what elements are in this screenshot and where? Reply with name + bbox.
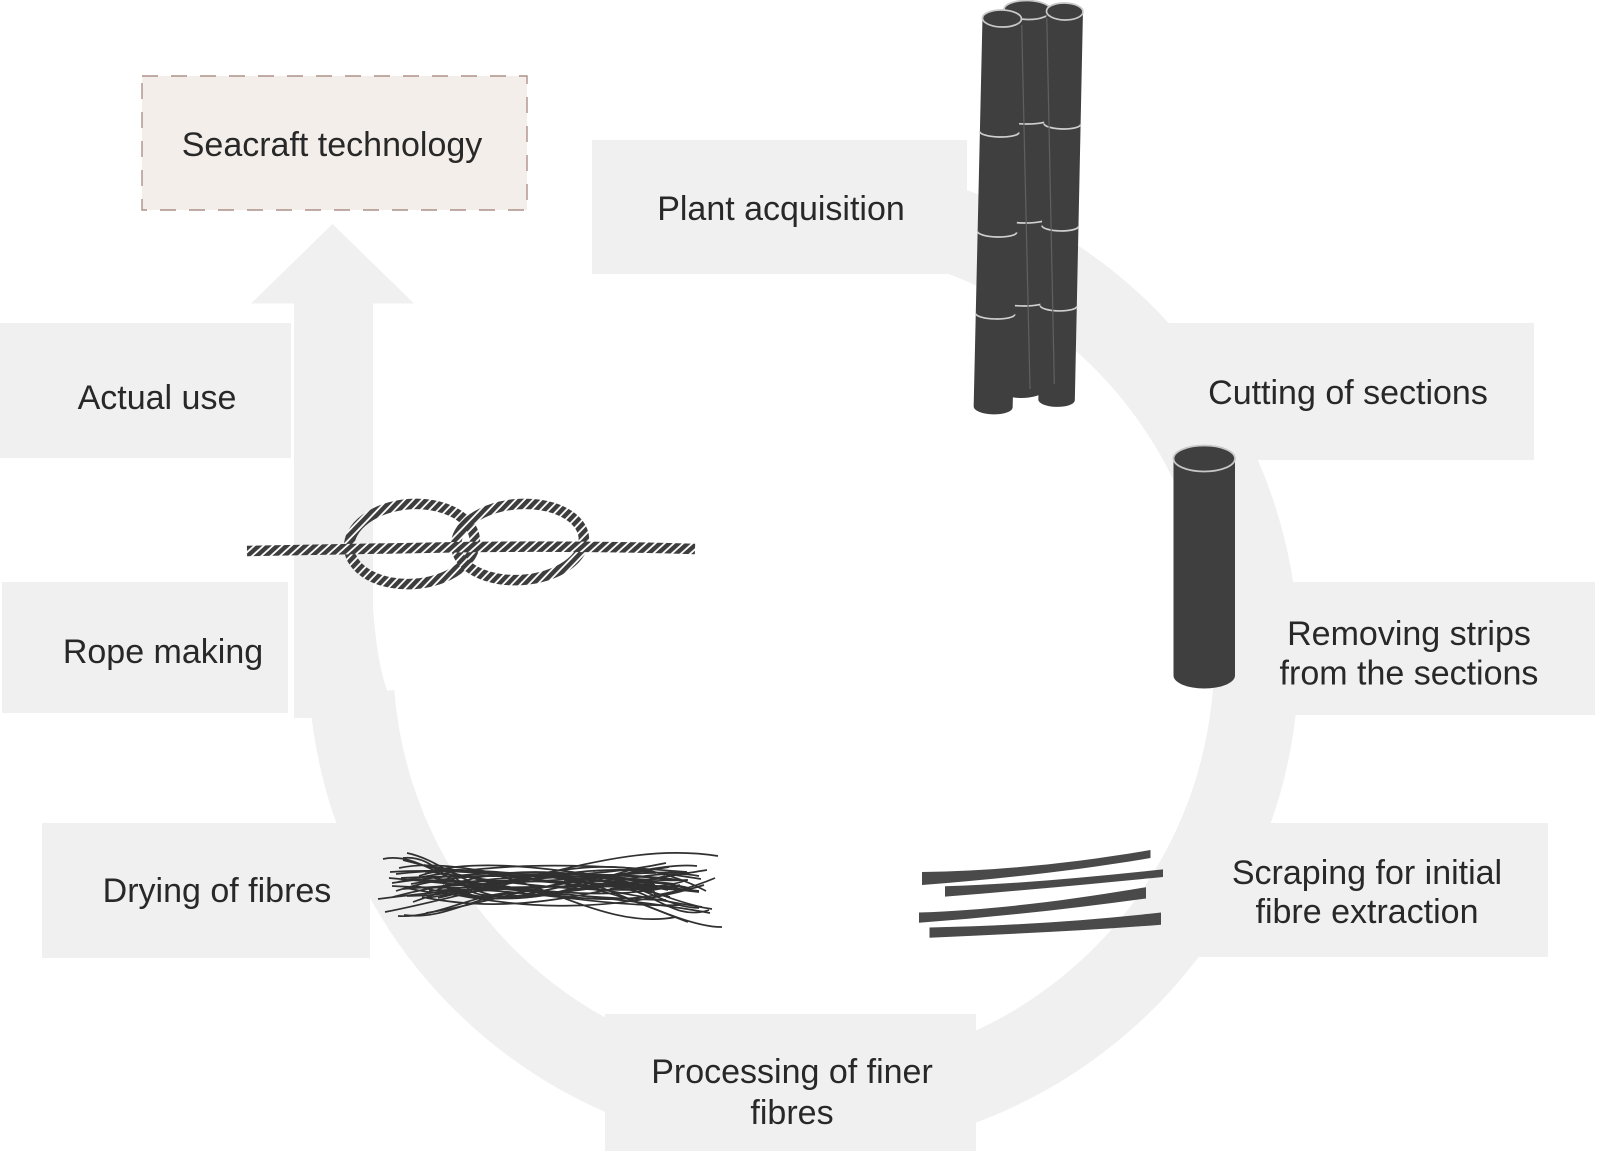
svg-text:Drying of fibres: Drying of fibres — [103, 872, 332, 910]
svg-text:fibre extraction: fibre extraction — [1256, 893, 1479, 931]
svg-text:Seacraft technology: Seacraft technology — [182, 126, 483, 164]
svg-text:Removing strips: Removing strips — [1287, 615, 1531, 653]
svg-text:Rope making: Rope making — [63, 633, 263, 671]
svg-text:Plant acquisition: Plant acquisition — [657, 190, 905, 228]
svg-text:Scraping for initial: Scraping for initial — [1232, 854, 1502, 892]
svg-text:Processing of finer: Processing of finer — [651, 1053, 933, 1091]
svg-text:Actual use: Actual use — [78, 379, 237, 417]
svg-text:from the sections: from the sections — [1280, 655, 1539, 693]
svg-text:fibres: fibres — [750, 1094, 833, 1132]
svg-text:Cutting of sections: Cutting of sections — [1208, 374, 1488, 412]
